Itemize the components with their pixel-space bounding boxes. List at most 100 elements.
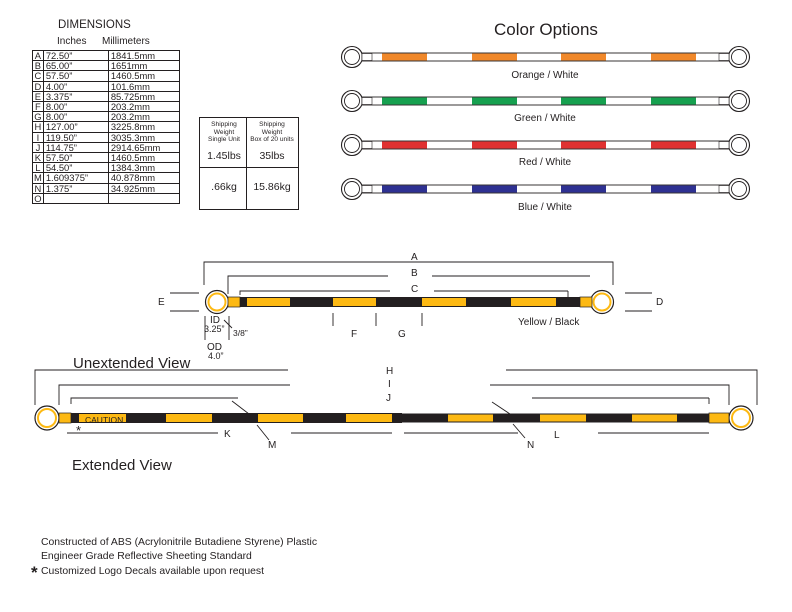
dim-label-c: C [411, 284, 419, 295]
extended-view-title: Extended View [72, 457, 172, 474]
bar-color-stripe [561, 185, 606, 193]
dimension-m-leader [256, 424, 270, 441]
bar-color-stripe [561, 141, 606, 149]
bar-yellow-stripe [247, 298, 290, 306]
bar-end-cap [361, 141, 373, 149]
end-ring-left-inner [344, 49, 360, 65]
inches-column-header: Inches [57, 36, 87, 47]
dimension-a [203, 261, 614, 285]
end-ring-right-inner [592, 292, 612, 312]
dimension-l-leader [491, 401, 511, 415]
id-label: ID [210, 315, 220, 326]
color-label-orange: Orange / White [511, 70, 579, 81]
end-ring-left-inner [344, 181, 360, 197]
bar-yellow-stripe [511, 298, 556, 306]
wall-thickness-label: 3/8” [233, 328, 248, 338]
end-ring-right-inner [731, 49, 747, 65]
dimension-cell-mm: 203.2mm [107, 111, 180, 123]
bar-body [228, 297, 592, 307]
bar-color-stripe [651, 53, 696, 61]
bar-yellow-stripe [422, 298, 466, 306]
bar-yellow-stripe [540, 414, 586, 422]
dimension-h [34, 369, 288, 405]
dim-label-i: I [388, 379, 391, 390]
dimensions-title: DIMENSIONS [58, 19, 131, 31]
end-ring-left-inner [344, 93, 360, 109]
bar-end-cap [361, 53, 373, 61]
bar-color-stripe [561, 53, 606, 61]
bar-yellow-stripe [448, 414, 493, 422]
bar-end-cap [718, 141, 730, 149]
note-material: Constructed of ABS (Acrylonitrile Butadi… [41, 537, 318, 548]
bar-body-left [59, 413, 402, 423]
color-label-blue: Blue / White [518, 202, 572, 213]
bar-color-stripe [472, 97, 517, 105]
dimension-cell-mm: 40.878mm [107, 172, 180, 184]
end-ring-right-inner [731, 93, 747, 109]
single-weight-kg: .66kg [211, 181, 237, 193]
color-label-green: Green / White [514, 113, 576, 124]
dimension-cell-mm: 2914.65mm [107, 141, 180, 154]
dim-label-h: H [386, 366, 394, 377]
dimension-cell-mm: 1651mm [107, 60, 180, 72]
end-ring-right-inner [731, 408, 751, 428]
asterisk-icon: * [31, 563, 38, 582]
dim-label-k: K [224, 429, 231, 440]
dimension-i [490, 384, 730, 405]
dimension-c [239, 290, 390, 295]
dim-label-l: L [554, 430, 560, 441]
bar-end-cap [718, 185, 730, 193]
dim-label-j: J [386, 393, 391, 404]
od-value: 4.0” [208, 351, 224, 361]
dimension-cell-mm: 1841.5mm [107, 49, 180, 62]
dimension-cell-mm: 3225.8mm [107, 121, 180, 133]
dimension-n-leader [512, 423, 526, 439]
millimeters-column-header: Millimeters [102, 36, 150, 47]
shipping-box-header: Shipping Weight Box of 20 units [250, 121, 294, 144]
dim-label-d: D [656, 297, 664, 308]
bar-yellow-stripe [258, 414, 303, 422]
dim-label-b: B [411, 268, 418, 279]
bar-color-stripe [472, 141, 517, 149]
dimension-b [227, 275, 388, 294]
dim-label-g: G [398, 329, 406, 340]
dimension-thickness [223, 319, 233, 329]
shipping-single-header: Shipping Weight Single Unit [208, 121, 240, 144]
end-ring-right-inner [731, 181, 747, 197]
dim-label-n: N [527, 440, 535, 451]
dimension-cell-mm: 34.925mm [107, 182, 180, 194]
note-reflective: Engineer Grade Reflective Sheeting Stand… [41, 551, 252, 562]
bar-yellow-stripe [632, 414, 677, 422]
dim-label-m: M [268, 440, 277, 451]
bar-color-stripe [651, 97, 696, 105]
dimension-h [506, 369, 758, 405]
caution-decal [82, 414, 126, 422]
bar-color-stripe [382, 53, 427, 61]
dimension-k-leader [231, 400, 250, 415]
unextended-view-title: Unextended View [73, 355, 191, 372]
bar-color-stripe [382, 141, 427, 149]
bar-color-stripe [651, 185, 696, 193]
bar-color-stripe [382, 185, 427, 193]
bar-end-cap [579, 296, 593, 308]
yellow-black-label: Yellow / Black [518, 317, 580, 328]
bar-color-stripe [472, 185, 517, 193]
dimension-cell-mm: 1460.5mm [107, 70, 180, 82]
dimension-j [70, 397, 238, 404]
shipping-weight-box: Shipping Weight Single Unit Shipping Wei… [199, 117, 299, 210]
id-value: 3.25” [204, 324, 225, 334]
dimension-cell-mm: 3035.3mm [107, 131, 180, 143]
bar-end-cap [708, 412, 730, 424]
dimension-cell-mm: 85.725mm [107, 90, 180, 103]
od-label: OD [207, 342, 222, 353]
bar-end-cap [718, 53, 730, 61]
bar-yellow-stripe [333, 298, 376, 306]
end-ring-left-inner [344, 137, 360, 153]
bar-color-stripe [651, 141, 696, 149]
bar-yellow-stripe [166, 414, 212, 422]
color-options-title: Color Options [494, 20, 598, 39]
